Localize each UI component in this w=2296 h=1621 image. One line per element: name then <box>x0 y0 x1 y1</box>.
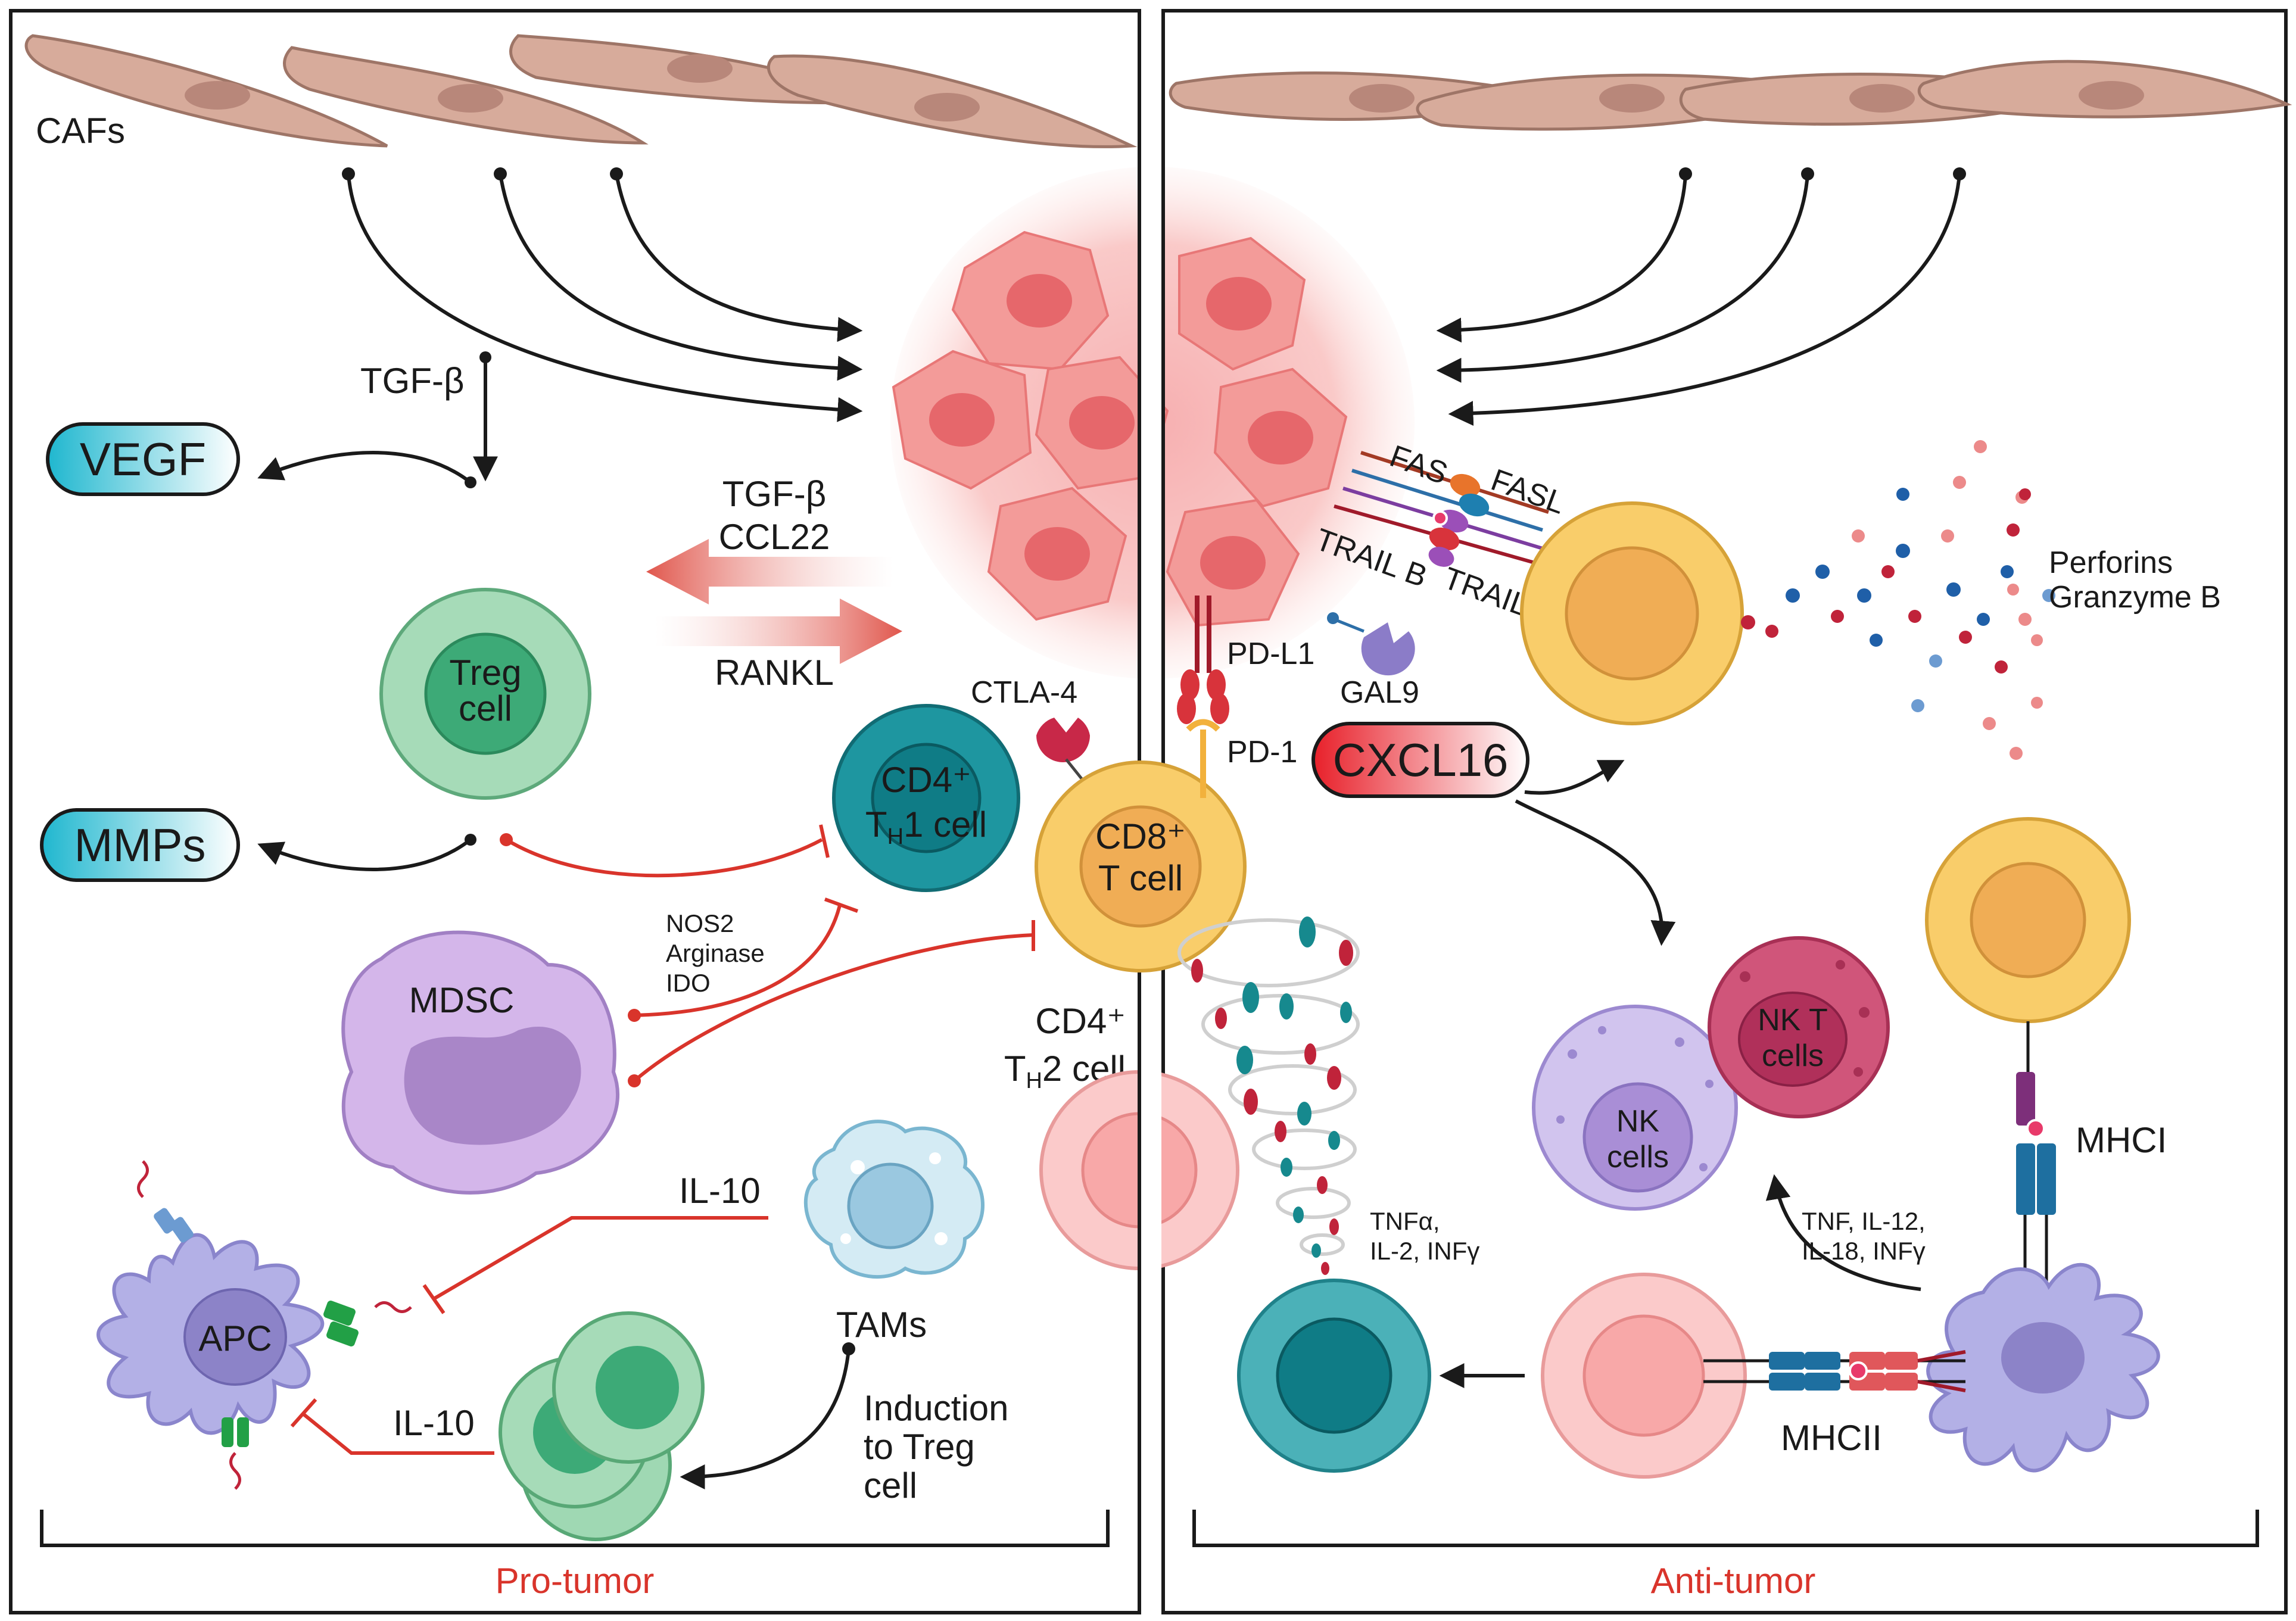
mmps-label: MMPs <box>74 819 206 871</box>
cytokines-dc-1: TNF, IL-12, <box>1802 1207 1926 1235</box>
mmps-arrow <box>257 838 472 871</box>
treg-label-1: Treg <box>449 653 521 693</box>
tgfb-label: TGF-β <box>360 361 464 401</box>
nkt-label-1: NK T <box>1758 1003 1828 1037</box>
treg-inhibit-line <box>505 838 823 878</box>
cytokines-t-1: TNFα, <box>1370 1207 1440 1235</box>
treg-cluster <box>499 1311 705 1541</box>
tams-cell <box>803 1120 985 1279</box>
cytokine-helix <box>1177 918 1360 1256</box>
ctla4-receptor <box>1036 718 1090 762</box>
induction-label-1: Induction <box>864 1388 1009 1428</box>
induction-label-3: cell <box>864 1466 917 1505</box>
il10-bottom-line <box>303 1413 494 1455</box>
cd8-t-cell: CD8⁺ T cell <box>1035 760 1247 972</box>
perforin-granzyme-dots <box>1741 440 2055 760</box>
nk-label-1: NK <box>1616 1104 1660 1139</box>
fasl-label: FASL <box>1487 463 1569 521</box>
apc-label: APC <box>198 1318 272 1358</box>
rankl-arrow <box>655 598 902 664</box>
tumor-secreted-2: CCL22 <box>719 517 830 557</box>
pd1-label: PD-1 <box>1227 735 1297 769</box>
gal9-ligand <box>1361 622 1415 676</box>
gal9-label: GAL9 <box>1340 675 1419 710</box>
tumor-secreted-1: TGF-β <box>722 474 826 514</box>
nkt-cells: NK T cells <box>1708 936 1890 1118</box>
cxcl16-arrow-down <box>1515 799 1676 946</box>
induction-label-2: to Treg <box>864 1427 975 1467</box>
trail-label: TRAIL <box>1439 561 1533 624</box>
left-bracket <box>40 1510 1110 1547</box>
cafs-left <box>24 34 1138 148</box>
cafs-right <box>1169 60 2292 131</box>
apc-cell: APC <box>96 1160 412 1490</box>
vegf-badge: VEGF <box>46 422 240 496</box>
mdsc-inhibit-cd8 <box>633 933 1034 1083</box>
ctla4-label: CTLA-4 <box>971 675 1077 710</box>
il10-top-label: IL-10 <box>679 1171 761 1211</box>
right-bracket <box>1192 1510 2259 1547</box>
mmps-badge: MMPs <box>40 808 240 882</box>
induction-arrow <box>680 1348 851 1489</box>
tgfb-ccl22-arrow <box>646 539 893 604</box>
cd4-th1-cell: CD4⁺ TH1 cell <box>832 704 1020 892</box>
il10-top-line <box>434 1216 768 1300</box>
dendritic-cell <box>1926 1262 2160 1473</box>
cxcl16-label: CXCL16 <box>1333 734 1509 786</box>
mdsc-factor-3: IDO <box>666 969 711 997</box>
granzyme-label: Granzyme B <box>2049 580 2221 615</box>
caf-arrows-left <box>347 173 863 422</box>
mdsc-cell: MDSC <box>341 930 619 1195</box>
cd8-label-1: CD8⁺ <box>1095 816 1186 856</box>
mhcii-label: MHCII <box>1781 1418 1882 1458</box>
cd8-label-2: T cell <box>1098 858 1183 898</box>
cytokines-t-2: IL-2, INFγ <box>1370 1237 1479 1265</box>
treg-label-2: cell <box>459 688 512 728</box>
cd4-th1-label-1: CD4⁺ <box>881 760 971 800</box>
nkt-label-2: cells <box>1762 1039 1824 1073</box>
anti-tumor-caption: Anti-tumor <box>1651 1561 1816 1601</box>
dc-cytokine-arrow <box>1765 1174 1921 1291</box>
mdsc-inhibit-th1 <box>634 905 842 1017</box>
mdsc-factor-1: NOS2 <box>666 909 734 937</box>
mhcii-complex <box>1541 1273 1966 1479</box>
perforins-label: Perforins <box>2049 545 2173 580</box>
mdsc-factor-2: Arginase <box>666 939 765 967</box>
fas-trail-complex <box>1334 451 1567 573</box>
nk-label-2: cells <box>1607 1140 1669 1174</box>
cytokines-dc-2: IL-18, INFγ <box>1802 1237 1926 1265</box>
tams-label: TAMs <box>836 1305 927 1345</box>
il10-bottom-label: IL-10 <box>393 1403 475 1443</box>
cd4-th1-label-2: TH1 cell <box>865 805 987 849</box>
vegf-arrow <box>257 451 472 484</box>
caf-arrows-right <box>1436 173 1961 426</box>
vegf-label: VEGF <box>80 433 206 485</box>
mdsc-label: MDSC <box>409 980 515 1020</box>
mhci-label: MHCI <box>2076 1120 2167 1160</box>
pro-tumor-caption: Pro-tumor <box>496 1561 655 1601</box>
pdl1-label: PD-L1 <box>1227 637 1314 671</box>
t-cell-mhci <box>1925 817 2131 1286</box>
cd4-th2-label-1: CD4⁺ <box>1035 1001 1126 1041</box>
cxcl16-arrow-up <box>1524 760 1625 795</box>
teal-t-cell <box>1237 1279 1431 1473</box>
pd1-pdl1-complex <box>1177 596 1229 798</box>
nk-cells: NK cells <box>1532 1005 1738 1211</box>
cafs-label: CAFs <box>36 111 125 151</box>
rankl-label: RANKL <box>715 653 834 693</box>
cxcl16-badge: CXCL16 <box>1311 722 1529 798</box>
effector-cell-top <box>1520 501 1744 725</box>
treg-cell: Treg cell <box>379 588 591 800</box>
